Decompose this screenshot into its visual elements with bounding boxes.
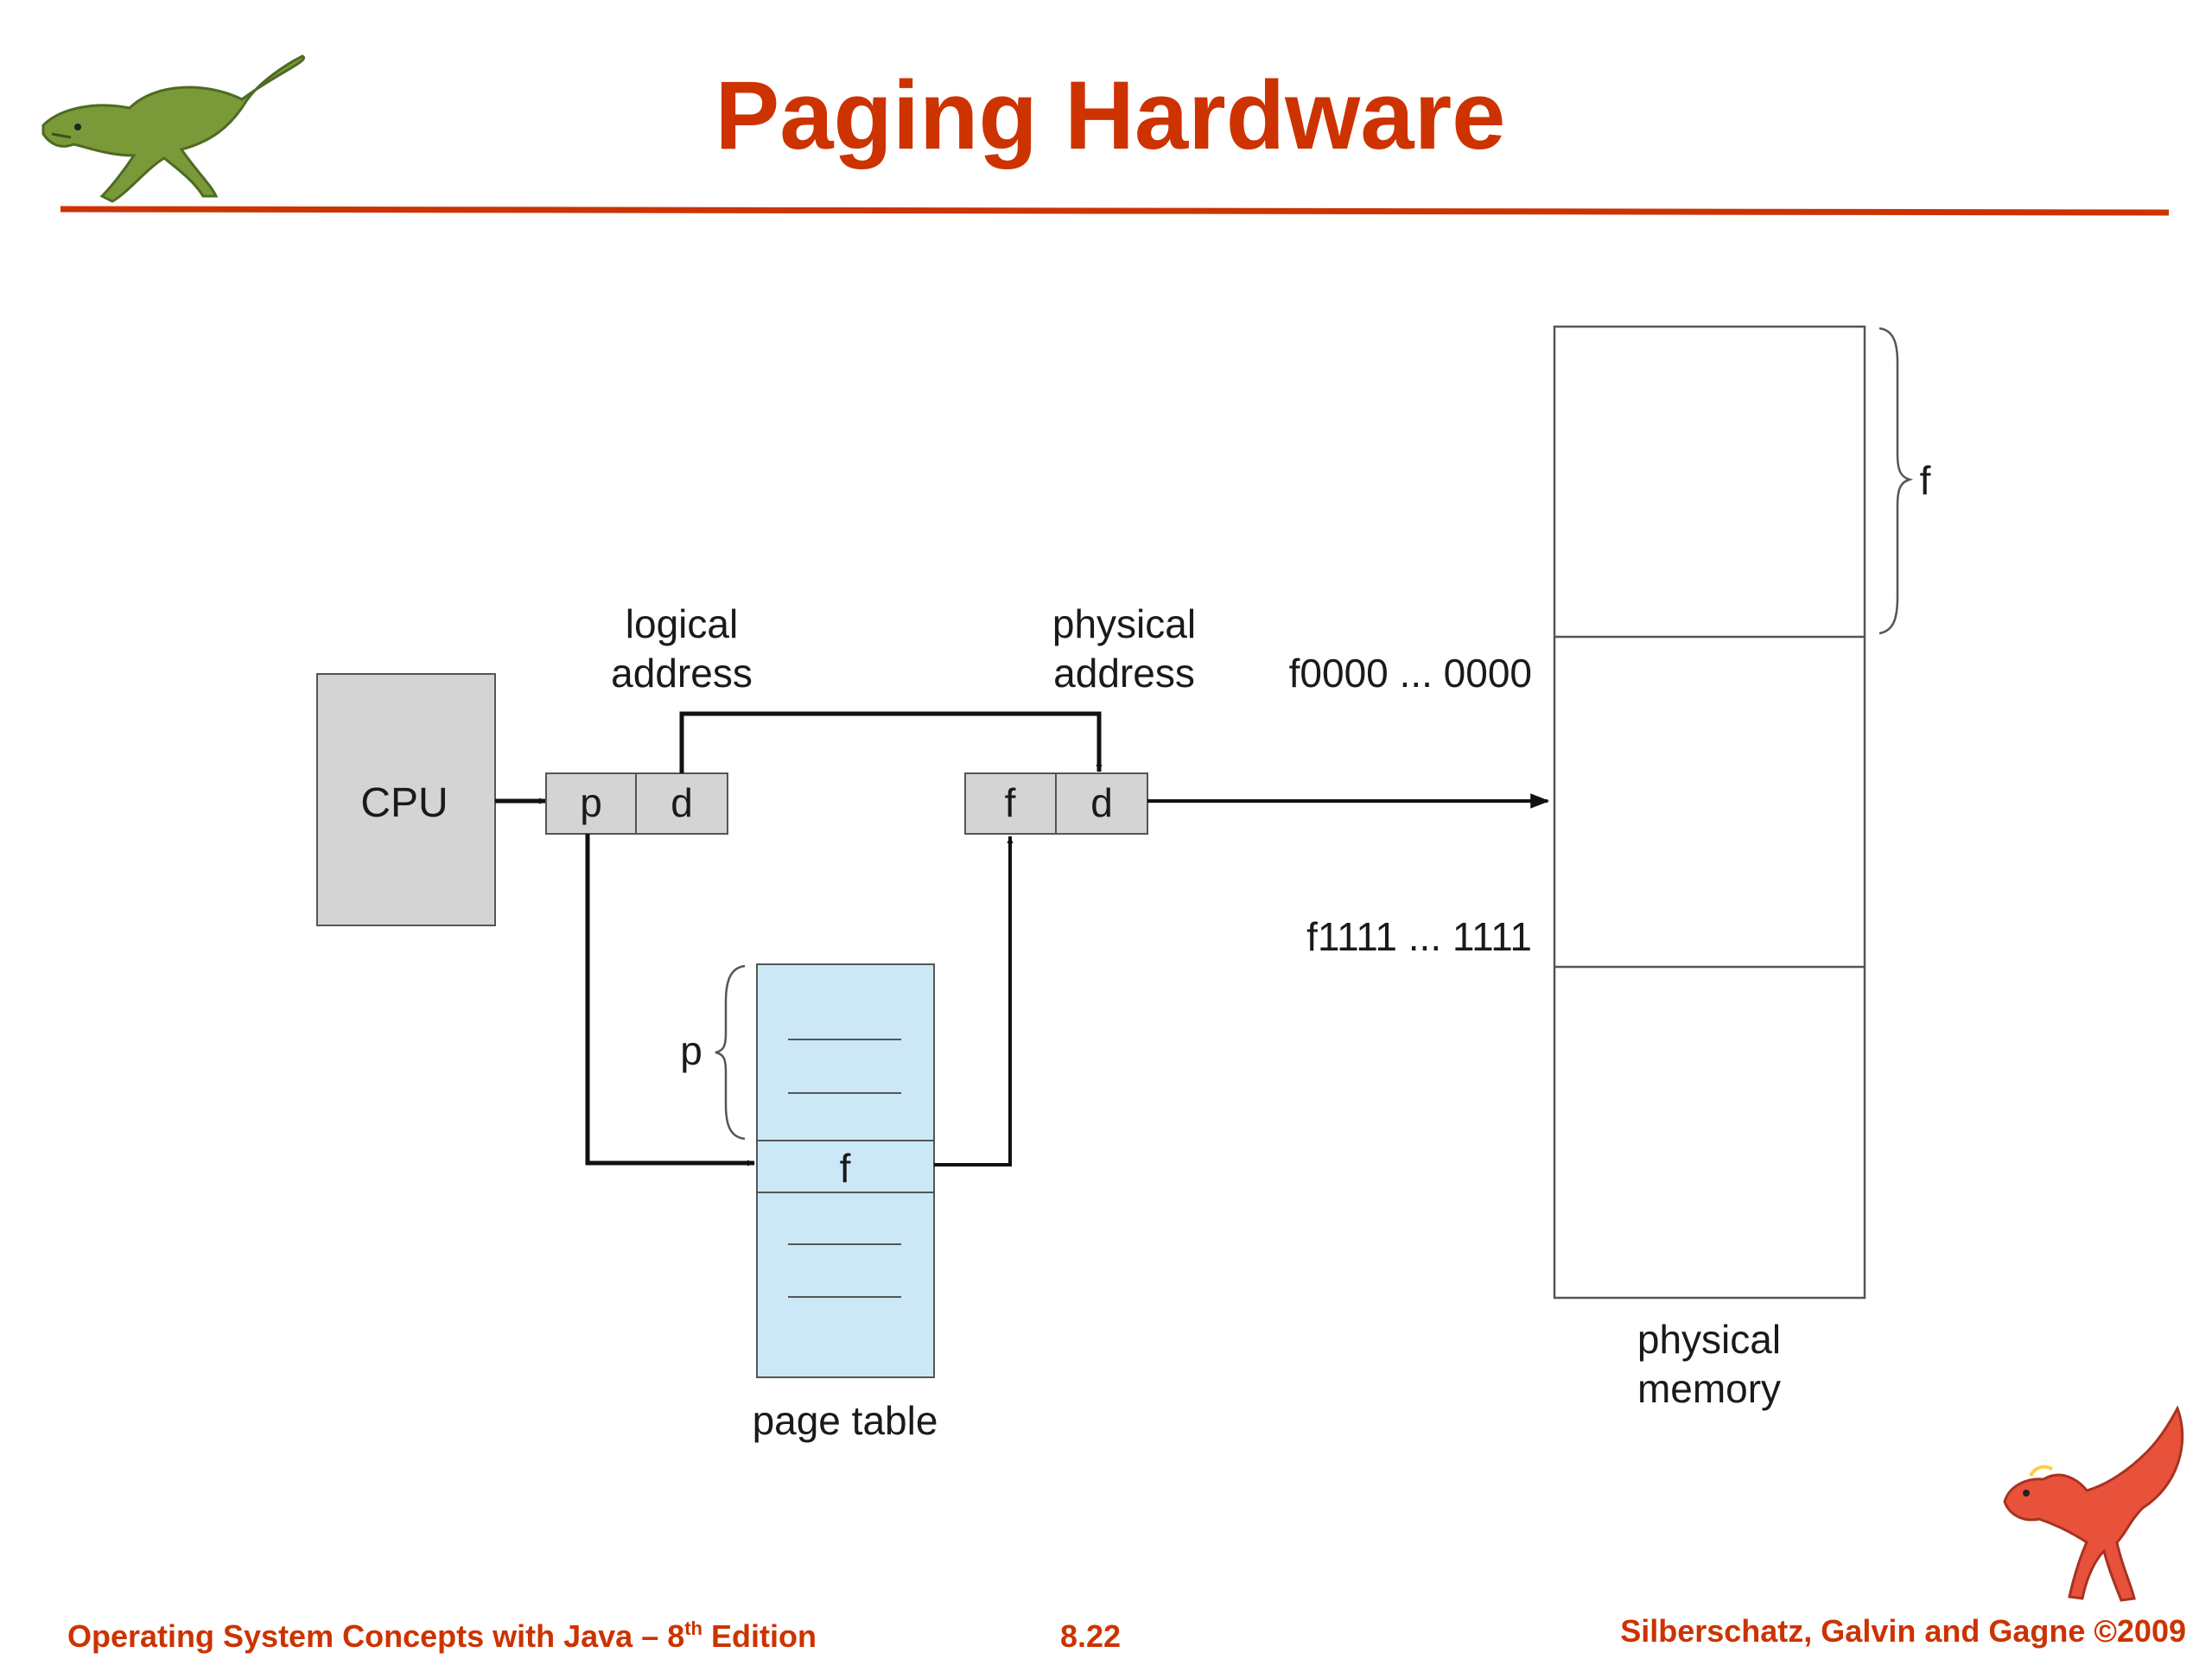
green-dinosaur-icon: [41, 54, 306, 203]
offset-connector-arrow: [679, 711, 1103, 773]
frame-brace: [1878, 327, 1914, 635]
page-table-brace-label: p: [680, 1028, 702, 1073]
physical-memory-label-line2: memory: [1637, 1366, 1781, 1411]
physical-address-label-line1: physical: [1052, 601, 1196, 646]
page-number-arrow: [585, 834, 755, 1166]
logical-address-label-line1: logical: [626, 601, 738, 646]
footer-left-main: Operating System Concepts with Java – 8: [67, 1618, 684, 1654]
frame-number-arrow: [934, 836, 1014, 1166]
frame-brace-label: f: [1920, 458, 1931, 503]
logical-address-register: [545, 772, 728, 835]
page-table-brace: [715, 964, 746, 1141]
physical-memory-label-line1: physical: [1637, 1317, 1781, 1362]
physical-address-label-line2: address: [1053, 651, 1195, 696]
logical-address-label-line2: address: [611, 651, 753, 696]
physical-f-field: f: [1005, 780, 1016, 825]
footer-left: Operating System Concepts with Java – 8t…: [67, 1618, 817, 1654]
footer-copyright: Silberschatz, Galvin and Gagne ©2009: [1620, 1613, 2186, 1649]
frame-end-address: f1111 ... 1111: [1306, 914, 1532, 959]
physical-d-field: d: [1090, 780, 1113, 825]
red-dinosaur-icon: [2003, 1405, 2184, 1602]
cpu-label: CPU: [360, 780, 448, 826]
physical-address-register: [964, 772, 1148, 835]
page-table-entry-f: f: [840, 1146, 851, 1191]
footer-page-number: 8.22: [1060, 1618, 1121, 1654]
cpu-box: [316, 673, 496, 926]
logical-p-field: p: [580, 780, 602, 825]
footer-left-end: Edition: [702, 1618, 817, 1654]
frame-start-address: f0000 ... 0000: [1289, 651, 1532, 696]
title-rule: [60, 206, 2170, 216]
page-title: Paging Hardware: [715, 61, 1506, 169]
footer-left-sup: th: [684, 1618, 702, 1639]
page-table: [756, 963, 935, 1378]
logical-d-field: d: [671, 780, 693, 825]
page-table-label: page table: [753, 1398, 938, 1443]
physical-memory: [1553, 325, 1866, 1300]
